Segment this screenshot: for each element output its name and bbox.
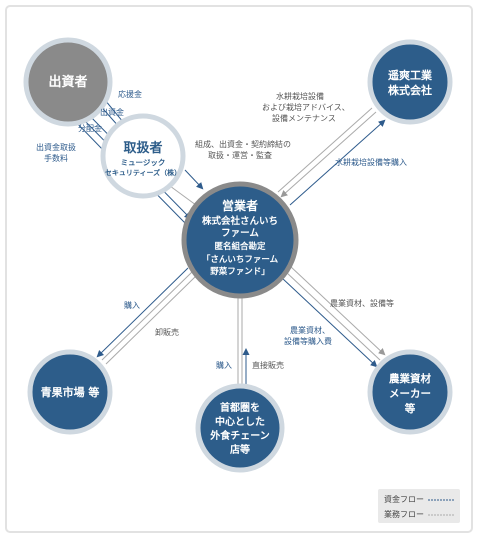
operator-l5: 「さんいちファーム	[202, 254, 279, 265]
handler-sub1: ミュージック	[121, 157, 166, 167]
legend-money-label: 資金フロー	[384, 495, 424, 504]
node-operator: 営業者 株式会社さんいち ファーム 匿名組合勘定 「さんいちファーム 野菜ファン…	[181, 181, 299, 299]
line-handler-operator	[184, 169, 204, 190]
line-hydro-service-2	[277, 107, 373, 193]
label-fee-2: 手数料	[44, 153, 68, 163]
line-wholesale	[101, 271, 193, 361]
legend: 資金フロー 業務フロー	[378, 489, 460, 523]
label-ag-supplies: 農業資材、設備等	[330, 298, 394, 308]
label-support: 応援金	[118, 89, 142, 99]
edge-labels: 応援金 出資金 分配金 出資金取扱 手数料 組成、出資金・契約締結の 取扱・運営…	[36, 89, 407, 370]
supplier-l2: 株式会社	[388, 83, 432, 97]
label-hydro-1: 水耕栽培設備	[276, 91, 324, 101]
label-purchase-bottom: 購入	[216, 360, 232, 370]
node-materials: 農業資材 メーカー 等	[367, 349, 453, 435]
label-wholesale: 卸販売	[155, 327, 179, 337]
line-market-buy	[96, 267, 189, 358]
label-ag-buy-1: 農業資材、	[290, 325, 330, 335]
node-market: 青果市場 等	[27, 349, 113, 435]
node-handler: 取扱者 ミュージック セキュリティーズ（株）	[100, 113, 186, 199]
legend-money-swatch	[428, 499, 454, 500]
label-distribution: 分配金	[78, 123, 102, 133]
legend-money: 資金フロー	[384, 494, 454, 505]
materials-l3: 等	[404, 402, 416, 415]
line-ag-supplies-2	[285, 271, 381, 361]
restaurant-l3: 外食チェーン	[209, 429, 270, 442]
label-formation-1: 組成、出資金・契約締結の	[195, 139, 291, 149]
node-investor: 出資者	[23, 37, 113, 127]
materials-l1: 農業資材	[389, 372, 431, 385]
restaurant-l2: 中心とした	[215, 415, 265, 428]
line-ag-buy	[281, 277, 378, 368]
handler-sub2: セキュリティーズ（株）	[105, 168, 181, 177]
label-hydro-buy: 水耕栽培設備等購入	[335, 157, 407, 167]
operator-l6: 野菜ファンド」	[210, 266, 270, 277]
operator-l4: 匿名組合勘定	[214, 241, 266, 252]
operator-l1: 営業者	[222, 198, 258, 213]
line-hydro-service	[280, 111, 377, 198]
materials-l2: メーカー	[389, 388, 431, 400]
investor-label: 出資者	[48, 74, 87, 90]
handler-title: 取扱者	[123, 140, 162, 156]
label-hydro-3: 設備メンテナンス	[272, 113, 336, 123]
line-wholesale-2	[105, 275, 197, 365]
supplier-l1: 遥爽工業	[388, 68, 433, 82]
market-label: 青果市場 等	[41, 385, 100, 399]
label-hydro-2: および栽培アドバイス、	[262, 102, 350, 112]
line-ag-supplies	[289, 265, 386, 356]
line-hydro-buy	[289, 119, 386, 206]
label-fee-1: 出資金取扱	[36, 142, 76, 152]
operator-l2: 株式会社さんいち	[202, 215, 278, 227]
label-investment: 出資金	[100, 107, 124, 117]
label-direct-sales: 直接販売	[252, 360, 284, 370]
label-purchase-left: 購入	[124, 300, 140, 310]
node-supplier: 遥爽工業 株式会社	[367, 39, 453, 125]
operator-l3: ファーム	[221, 228, 259, 239]
legend-business-label: 業務フロー	[384, 510, 424, 519]
label-ag-buy-2: 設備等購入費	[284, 336, 332, 346]
legend-business: 業務フロー	[384, 509, 454, 520]
restaurant-l4: 店等	[230, 443, 250, 456]
legend-business-swatch	[428, 514, 454, 515]
node-restaurant: 首都圏を 中心とした 外食チェーン 店等	[195, 383, 285, 473]
restaurant-l1: 首都圏を	[220, 401, 260, 414]
label-formation-2: 取扱・運営・監査	[208, 150, 272, 160]
